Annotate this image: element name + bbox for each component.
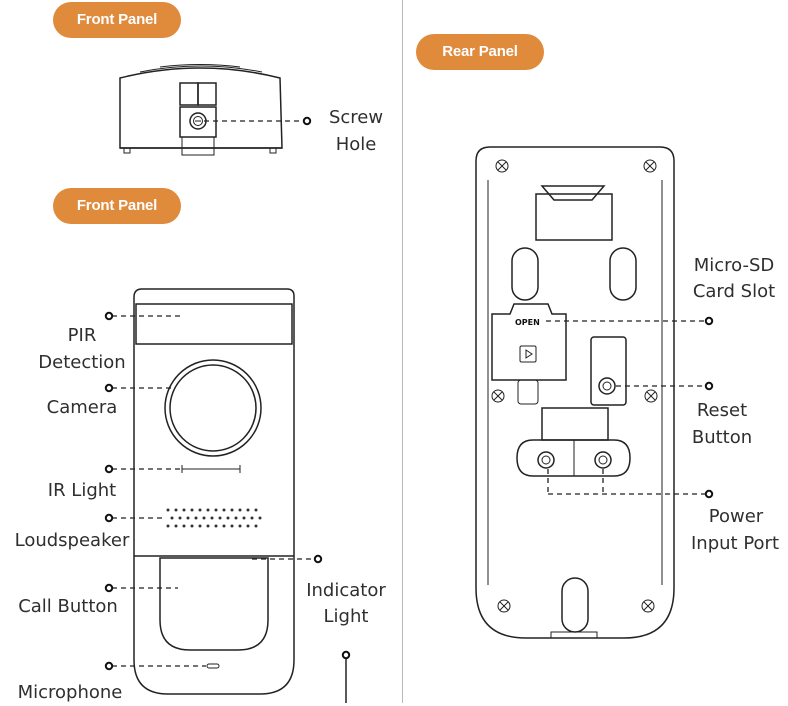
rear-panel-title: Rear Panel	[416, 34, 544, 70]
reset-label-line2: Button	[691, 427, 753, 448]
power-port-right-icon	[594, 451, 612, 469]
ir-light-label: IR Light	[47, 480, 117, 501]
indicator-light-label-line1: Indicator	[306, 580, 386, 601]
reset-button-icon	[598, 377, 616, 395]
micro-sd-label-line1: Micro-SD	[693, 255, 775, 276]
microphone-hole-icon	[206, 663, 220, 669]
front-panel-top-title: Front Panel	[53, 2, 181, 38]
loudspeaker-pointer	[104, 513, 114, 523]
screw-hole-label-line1: Screw	[328, 107, 384, 128]
indicator-light-pointer-lower	[341, 650, 351, 660]
pir-label-line1: PIR	[67, 325, 97, 346]
micro-sd-pointer	[704, 316, 714, 326]
camera-pointer	[104, 383, 114, 393]
reset-pointer	[704, 381, 714, 391]
power-label-line1: Power	[708, 506, 764, 527]
camera-lens-icon	[164, 359, 262, 457]
call-button-shape	[159, 557, 269, 651]
indicator-light-label-line2: Light	[323, 606, 369, 627]
front-panel-main-title: Front Panel	[53, 188, 181, 224]
screw-hole-icon	[189, 112, 207, 130]
sd-card-slot-icon	[491, 303, 567, 381]
pir-pointer	[104, 311, 114, 321]
sd-card-icon	[519, 345, 537, 363]
device-bottom-view	[119, 64, 283, 156]
speaker-grille-icon	[166, 508, 262, 528]
device-front-view	[133, 288, 295, 695]
corner-screw-icons	[491, 159, 658, 613]
pir-label-line2: Detection	[38, 352, 126, 373]
loudspeaker-label: Loudspeaker	[14, 530, 130, 551]
open-mark: OPEN	[515, 318, 540, 327]
camera-label: Camera	[46, 397, 118, 418]
power-label-line2: Input Port	[690, 533, 779, 554]
call-button-pointer	[104, 583, 114, 593]
micro-sd-label-line2: Card Slot	[692, 281, 776, 302]
power-pointer	[704, 489, 714, 499]
reset-label-line1: Reset	[696, 400, 748, 421]
microphone-pointer	[104, 661, 114, 671]
microphone-label: Microphone	[17, 682, 123, 703]
call-button-label: Call Button	[18, 596, 118, 617]
screw-hole-pointer	[302, 116, 312, 126]
screw-hole-label-line2: Hole	[335, 134, 377, 155]
panel-divider	[402, 0, 403, 703]
ir-light-icon	[181, 465, 241, 473]
indicator-light-pointer	[313, 554, 323, 564]
device-rear-view	[475, 146, 675, 639]
power-port-left-icon	[537, 451, 555, 469]
ir-light-pointer	[104, 464, 114, 474]
